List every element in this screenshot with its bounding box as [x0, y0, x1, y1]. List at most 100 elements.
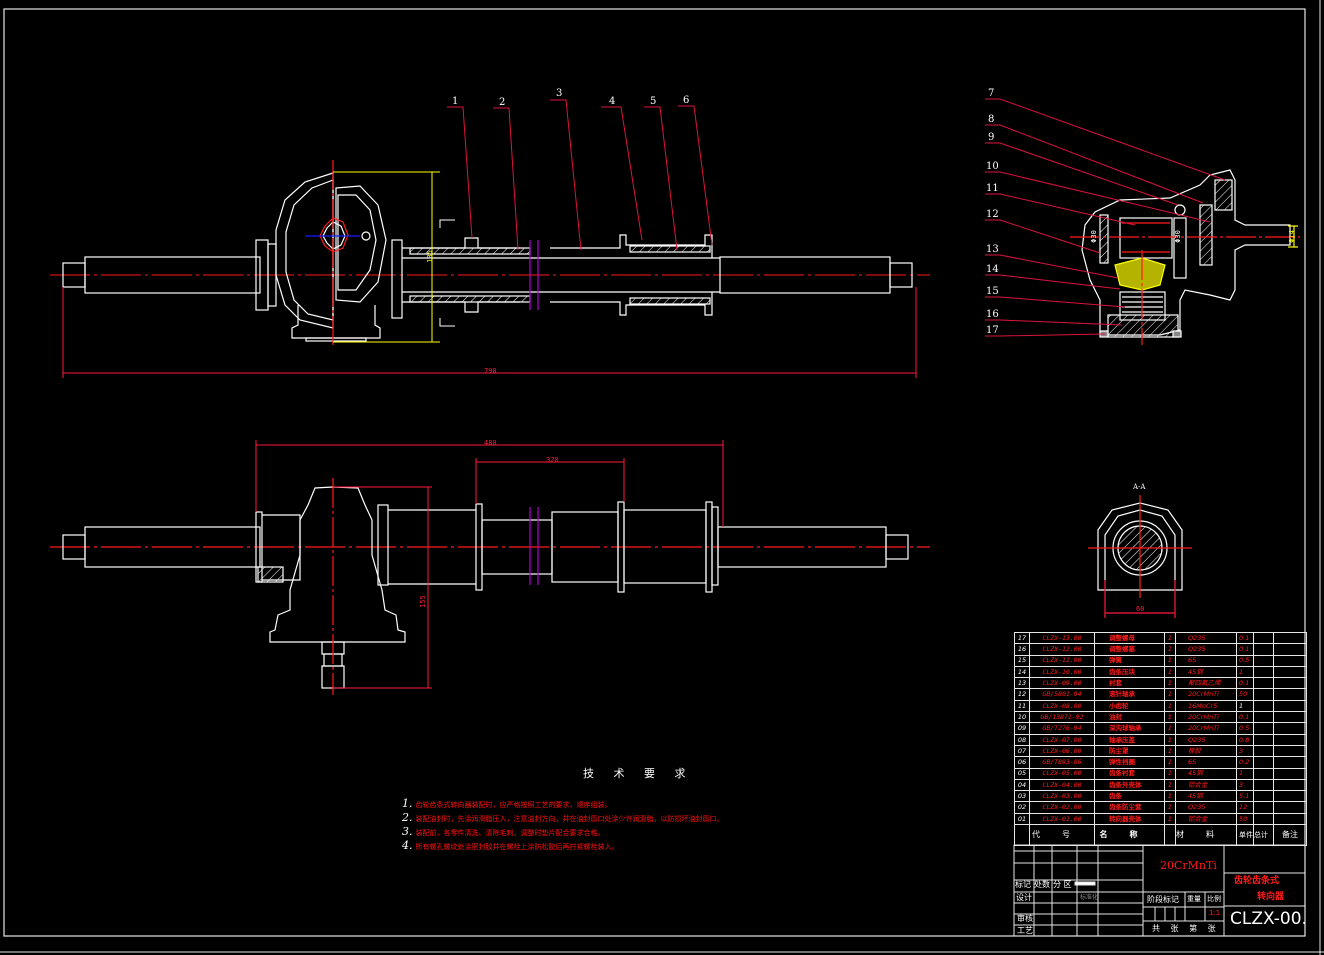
balloon-11: 11: [986, 183, 999, 194]
tech-requirement-3: 3.装配前，各零件清洗、清除毛刺，调整时垫片配合要求合格。: [402, 826, 605, 837]
part-qty: 1: [1164, 688, 1176, 701]
part-total: [1253, 722, 1274, 735]
part-code: CLZX-03.00: [1029, 790, 1095, 803]
part-total: [1253, 801, 1274, 814]
parts-list-header: 代号 名称 材料 单件 总计 备注: [1014, 824, 1307, 847]
part-weight: 1: [1236, 665, 1254, 679]
part-index: 10: [1014, 711, 1030, 724]
part-total: [1253, 790, 1274, 803]
part-remarks: [1273, 756, 1307, 769]
part-total: [1253, 778, 1274, 792]
part-code: CLZX-09.00: [1029, 677, 1095, 690]
top-view: [50, 478, 930, 695]
tech-num: 3.: [402, 825, 413, 838]
part-qty: 1: [1164, 767, 1176, 780]
part-total: [1253, 654, 1274, 667]
front-leaders: [447, 99, 713, 251]
tb-standardize: 标准化: [1080, 894, 1099, 901]
part-index: 15: [1014, 654, 1030, 667]
tech-text: 所有螺孔螺纹处涂密封胶并在螺栓上涂防松胶后再拧紧螺栓装入。: [415, 843, 619, 851]
tb-title-line1: 齿轮齿条式: [1234, 876, 1280, 886]
part-name: 齿条衬套: [1094, 767, 1165, 780]
tb-scale-value: 1:1: [1209, 909, 1221, 917]
tb-scale-label: 比例: [1207, 895, 1221, 903]
part-weight: 3: [1236, 778, 1254, 792]
part-code: CLZX-13.00: [1029, 631, 1095, 645]
tb-review: 审核: [1017, 914, 1033, 923]
part-total: [1253, 756, 1274, 769]
part-remarks: [1273, 688, 1307, 701]
part-weight: 0.5: [1236, 654, 1254, 667]
part-total: [1253, 643, 1274, 656]
part-remarks: [1273, 654, 1307, 667]
part-index: 12: [1014, 688, 1030, 701]
balloon-2: 2: [499, 97, 506, 108]
balloon-13: 13: [986, 244, 999, 255]
part-remarks: [1273, 699, 1307, 713]
header-total-weight: 总计: [1253, 824, 1274, 847]
part-total: [1253, 631, 1274, 645]
dim-overall-length: 790: [484, 367, 497, 375]
part-total: [1253, 711, 1274, 724]
part-name: 弹簧: [1094, 654, 1165, 667]
part-code: CLZX-05.00: [1029, 767, 1095, 780]
part-name: 转向器壳体: [1094, 812, 1165, 826]
section-leaders: [985, 98, 1226, 337]
part-material: 20CrMnTi: [1175, 711, 1237, 724]
part-remarks: [1273, 744, 1307, 758]
part-code: CLZX-08.00: [1029, 699, 1095, 713]
part-remarks: [1273, 631, 1307, 645]
balloon-3: 3: [556, 88, 563, 99]
tech-text: 齿轮齿条式转向器装配时，应严格按照工艺的要求，顺序组装。: [415, 801, 612, 809]
part-name: 小齿轮: [1094, 699, 1165, 713]
inner-frame: [3, 8, 1306, 937]
part-total: [1253, 767, 1274, 780]
part-code: CLZX-01.00: [1029, 812, 1095, 826]
part-qty: 1: [1164, 790, 1176, 803]
part-code: GB/5801-94: [1029, 688, 1095, 701]
part-weight: 0.1: [1236, 631, 1254, 645]
part-qty: 1: [1164, 744, 1176, 758]
section-aa-label: A-A: [1133, 483, 1146, 491]
part-weight: 5.1: [1236, 790, 1254, 803]
part-weight: 1: [1236, 767, 1254, 780]
part-total: [1253, 677, 1274, 690]
part-code: CLZX-11.00: [1029, 654, 1095, 667]
tb-sheets: 共 张 第 张: [1152, 924, 1220, 933]
balloon-6: 6: [683, 95, 690, 106]
part-name: 防尘罩: [1094, 744, 1165, 758]
tb-title-line2: 转向器: [1257, 892, 1285, 902]
balloon-14: 14: [986, 264, 999, 275]
tb-material: 20CrMnTi: [1160, 859, 1217, 872]
part-index: 04: [1014, 778, 1030, 792]
part-qty: 1: [1164, 643, 1176, 656]
part-remarks: [1273, 643, 1307, 656]
balloon-12: 12: [986, 209, 999, 220]
balloon-10: 10: [986, 161, 999, 172]
tech-requirement-4: 4.所有螺孔螺纹处涂密封胶并在螺栓上涂防松胶后再拧紧螺栓装入。: [402, 840, 619, 851]
part-weight: 0.1: [1236, 677, 1254, 690]
top-dimensions: [255, 440, 724, 689]
part-material: 聚四氟乙烯: [1175, 677, 1237, 690]
part-weight: 50: [1236, 812, 1254, 826]
part-material: Q235: [1175, 631, 1237, 645]
part-code: CLZX-06.00: [1029, 744, 1095, 758]
dim-top-vertical: 155: [418, 595, 427, 608]
part-material: 45钢: [1175, 767, 1237, 780]
part-material: Q235: [1175, 801, 1237, 814]
dim-section-width: 60: [1136, 605, 1145, 613]
part-name: 齿条压块: [1094, 665, 1165, 679]
part-total: [1253, 744, 1274, 758]
part-name: 弹性挡圈: [1094, 756, 1165, 769]
part-weight: 0.5: [1236, 722, 1254, 735]
dim-pinion-bore: Φ30: [1089, 230, 1098, 243]
part-index: 17: [1014, 631, 1030, 645]
header-idx: [1014, 824, 1030, 847]
part-qty: 1: [1164, 756, 1176, 769]
part-qty: 1: [1164, 665, 1176, 679]
